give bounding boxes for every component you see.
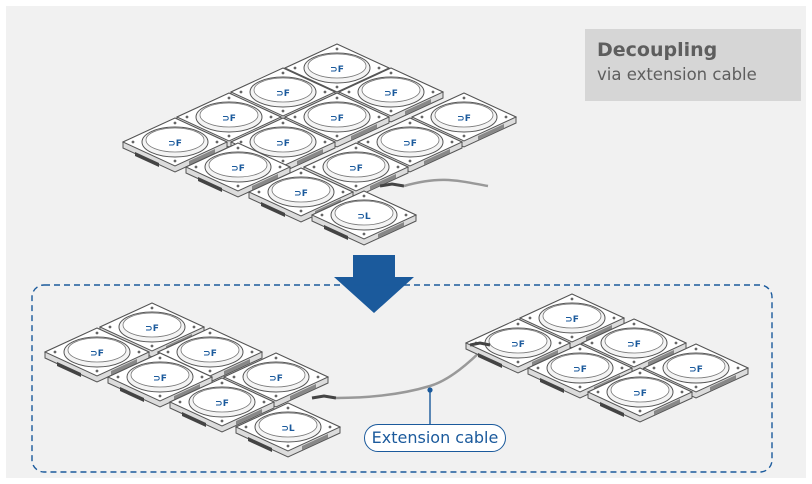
follower-module: ⊃F (338, 67, 444, 123)
follower-module: ⊃F (587, 367, 693, 423)
follower-module: ⊃F (230, 67, 336, 123)
follower-module: ⊃F (248, 167, 354, 223)
module-label-f: ⊃F (168, 139, 182, 149)
right-cluster: ⊃F ⊃F ⊃F ⊃F ⊃F ⊃F (465, 293, 749, 423)
module-label-f: ⊃F (403, 139, 417, 149)
follower-module: ⊃F (230, 117, 336, 173)
module-label-f: ⊃F (457, 114, 471, 124)
module-label-f: ⊃F (269, 374, 283, 384)
follower-module: ⊃F (169, 377, 275, 433)
follower-module: ⊃F (122, 117, 228, 173)
follower-module: ⊃F (519, 293, 625, 349)
extension-cable-label: Extension cable (364, 424, 506, 452)
module-label-f: ⊃F (90, 349, 104, 359)
module-label-l: ⊃L (357, 212, 371, 222)
module-label-f: ⊃F (203, 349, 217, 359)
title-main: Decoupling (597, 39, 718, 61)
title-subtitle: via extension cable (597, 65, 757, 84)
follower-module: ⊃F (185, 142, 291, 198)
callout-dot (427, 387, 433, 393)
down-arrow-icon (334, 255, 414, 313)
follower-module: ⊃F (44, 327, 150, 383)
follower-module: ⊃F (107, 352, 213, 408)
module-label-f: ⊃F (565, 315, 579, 325)
module-label-f: ⊃F (215, 399, 229, 409)
follower-module: ⊃F (643, 343, 749, 399)
dashed-frame (31, 284, 773, 473)
follower-module: ⊃F (176, 92, 282, 148)
follower-module: ⊃F (357, 117, 463, 173)
module-label-f: ⊃F (511, 340, 525, 350)
leader-module: ⊃L (311, 190, 417, 246)
follower-module: ⊃F (581, 318, 687, 374)
follower-module: ⊃F (303, 142, 409, 198)
module-label-f: ⊃F (276, 89, 290, 99)
top-cluster: ⊃F ⊃F ⊃F ⊃F ⊃F ⊃F ⊃F ⊃F ⊃F ⊃F ⊃F ⊃F ⊃L (122, 43, 517, 246)
follower-module: ⊃F (157, 327, 263, 383)
module-label-f: ⊃F (573, 365, 587, 375)
cable-connector (469, 341, 491, 347)
cable-end (403, 178, 489, 188)
module-label-l: ⊃L (281, 424, 295, 434)
cable-connector (311, 394, 337, 400)
module-label-f: ⊃F (145, 324, 159, 334)
follower-module: ⊃F (99, 302, 205, 358)
module-label-f: ⊃F (384, 89, 398, 99)
module-label-f: ⊃F (689, 365, 703, 375)
follower-module: ⊃F (465, 318, 571, 374)
module-label-f: ⊃F (330, 65, 344, 75)
left-cluster: ⊃F ⊃F ⊃F ⊃F ⊃F ⊃F ⊃L (44, 302, 341, 458)
follower-module: ⊃F (284, 43, 390, 99)
follower-module: ⊃F (411, 92, 517, 148)
module-label-f: ⊃F (330, 114, 344, 124)
extension-cable (335, 345, 487, 400)
module-label-f: ⊃F (153, 374, 167, 384)
module-label-f: ⊃F (276, 139, 290, 149)
module-label-f: ⊃F (294, 189, 308, 199)
module-label-f: ⊃F (231, 164, 245, 174)
module-label-f: ⊃F (222, 114, 236, 124)
title-box: Decoupling via extension cable (585, 29, 801, 101)
follower-module: ⊃F (527, 343, 633, 399)
module-label-f: ⊃F (627, 340, 641, 350)
leader-module: ⊃L (235, 402, 341, 458)
follower-module: ⊃F (284, 92, 390, 148)
follower-module: ⊃F (223, 352, 329, 408)
module-label-f: ⊃F (633, 389, 647, 399)
cable-connector (379, 182, 405, 188)
module-label-f: ⊃F (349, 164, 363, 174)
